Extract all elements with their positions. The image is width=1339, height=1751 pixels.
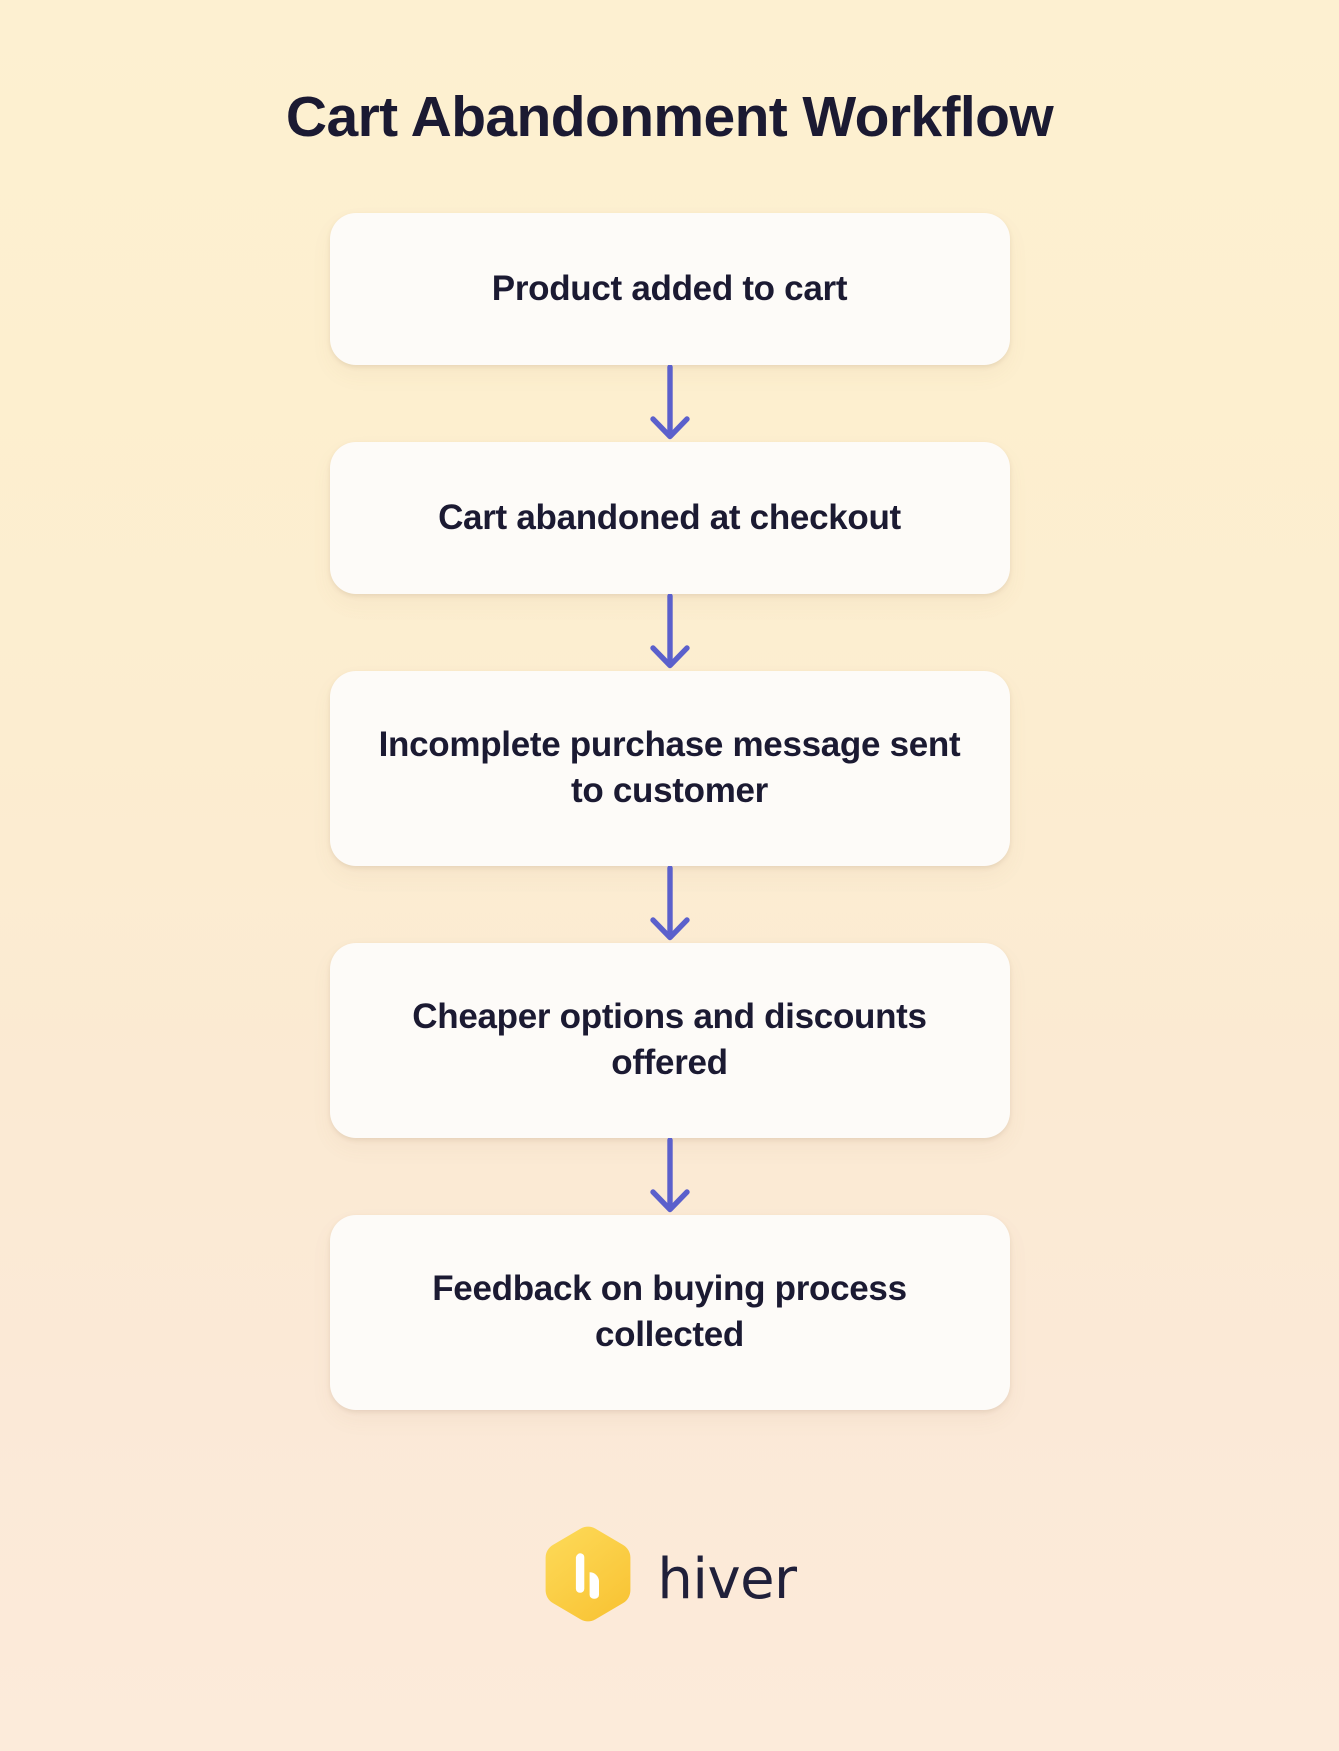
flow-node-step-1[interactable]: Product added to cart [329, 212, 1010, 365]
flow-node-label: Incomplete purchase message sent to cust… [378, 725, 961, 811]
down-arrow-icon [640, 865, 700, 943]
down-arrow-icon [640, 364, 700, 442]
flow-node-label: Cheaper options and discounts offered [412, 997, 927, 1083]
down-arrow-icon [640, 593, 700, 671]
flow-node-label: Cart abandoned at checkout [438, 497, 901, 537]
workflow-flowchart: Product added to cart Cart abandoned at … [329, 212, 1010, 1410]
brand-footer: hiver [0, 1526, 1339, 1633]
flow-node-label: Feedback on buying process collected [432, 1269, 907, 1355]
down-arrow-icon [640, 1137, 700, 1215]
flow-node-step-2[interactable]: Cart abandoned at checkout [329, 441, 1010, 594]
flow-node-step-3[interactable]: Incomplete purchase message sent to cust… [329, 670, 1010, 866]
flow-node-step-5[interactable]: Feedback on buying process collected [329, 1214, 1010, 1410]
flow-node-label: Product added to cart [491, 268, 848, 308]
flow-node-step-4[interactable]: Cheaper options and discounts offered [329, 942, 1010, 1138]
brand-wordmark: hiver [657, 1546, 797, 1612]
page-title: Cart Abandonment Workflow [285, 85, 1054, 149]
hiver-hexagon-logo-icon [542, 1526, 634, 1633]
